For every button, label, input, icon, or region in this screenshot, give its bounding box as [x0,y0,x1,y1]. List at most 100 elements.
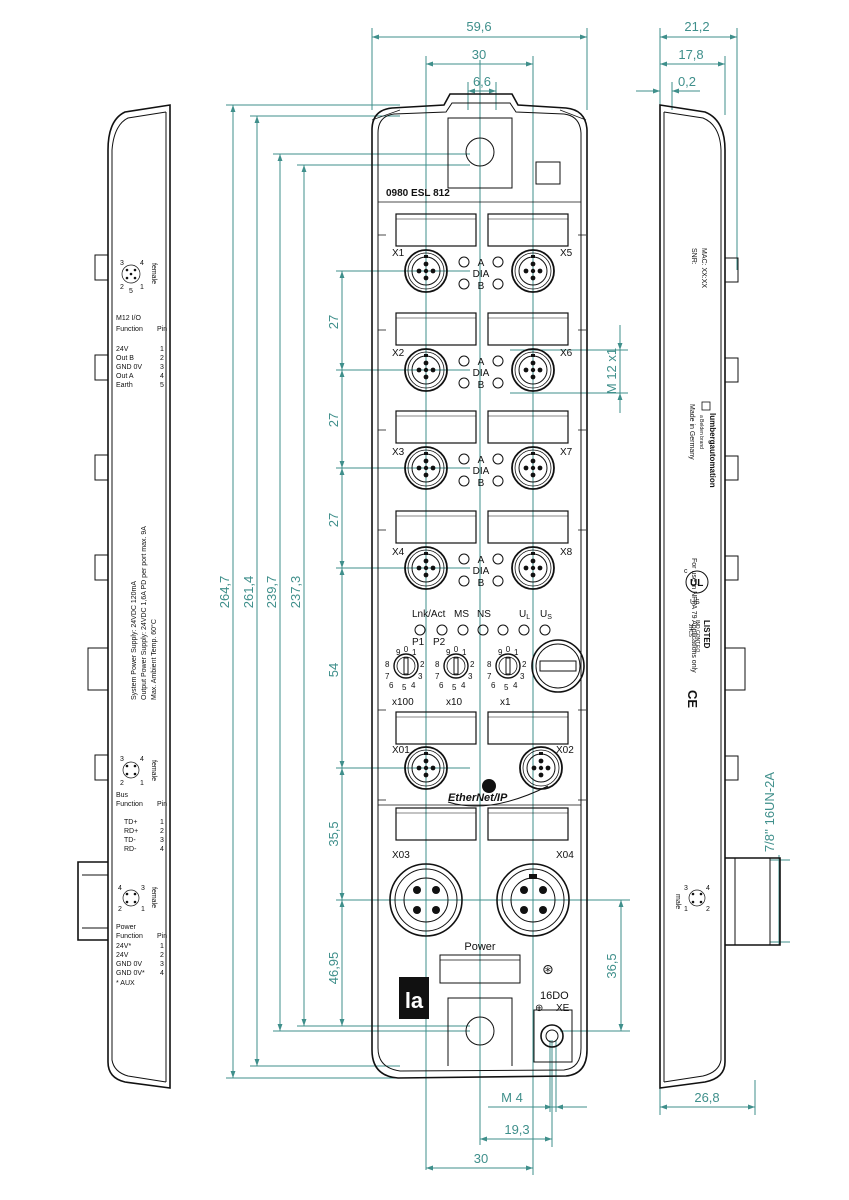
svg-text:GND 0V*: GND 0V* [116,970,145,977]
svg-text:4: 4 [160,373,164,380]
svg-text:* AUX: * AUX [116,980,135,987]
la-logo: la [399,977,429,1019]
svg-text:3: 3 [160,364,164,371]
port-row-3 [395,410,569,490]
svg-text:female: female [150,887,157,908]
svg-text:3: 3 [160,837,164,844]
svg-text:Pin: Pin [157,801,167,808]
svg-text:5: 5 [452,683,457,692]
svg-text:System Power Supply: 24VDC 12: System Power Supply: 24VDC 120mA [131,581,138,700]
svg-text:Function: Function [116,801,143,808]
svg-text:For use in NFPA 79 Application: For use in NFPA 79 Applications only [690,558,697,673]
svg-text:GND 0V: GND 0V [116,961,142,968]
svg-text:B: B [478,380,485,391]
svg-text:Bus: Bus [116,792,129,799]
svg-text:4: 4 [140,260,144,267]
status-p1: P1 [412,637,425,648]
svg-text:la: la [405,988,424,1013]
port-label-x8: X8 [560,547,573,558]
svg-text:Out B: Out B [116,355,134,362]
dim-thread: 7/8'' 16UN-2A [762,772,777,852]
svg-text:4: 4 [411,681,416,690]
dim-pitch-27b: 27 [326,413,341,427]
svg-text:LISTED: LISTED [702,620,711,649]
svg-text:3: 3 [120,756,124,763]
svg-text:9: 9 [396,648,401,657]
svg-text:1: 1 [160,819,164,826]
svg-text:MAC: XX:XX: MAC: XX:XX [700,248,707,288]
svg-text:1: 1 [160,346,164,353]
svg-text:6: 6 [439,681,444,690]
output-arrow-icon: ⊛ [542,961,554,977]
dimension-lines [226,28,790,1175]
dim-h-264-7: 264,7 [217,576,232,609]
svg-text:a Belden brand: a Belden brand [698,415,704,449]
dim-v-54: 54 [326,663,341,677]
svg-text:DIA: DIA [473,368,490,379]
dim-b-26-8: 26,8 [694,1090,719,1105]
bus-port-x02: X02 [556,745,574,756]
svg-text:4: 4 [706,885,710,892]
svg-text:2: 2 [160,828,164,835]
led-labels-row-1: A DIA B [473,258,490,292]
svg-text:Out A: Out A [116,373,134,380]
svg-text:24V: 24V [116,952,129,959]
svg-text:3: 3 [160,961,164,968]
svg-text:8: 8 [435,660,440,669]
left-side-view: 3 4 5 2 1 female M12 I/O Function Pin 24… [77,104,171,1089]
svg-text:RD-: RD- [124,846,137,853]
device-front-view: 0980 ESL 812 [371,93,588,1079]
svg-text:c: c [684,568,688,575]
svg-text:7: 7 [435,672,440,681]
svg-text:7: 7 [487,672,492,681]
dim-h-261-4: 261,4 [241,576,256,609]
svg-text:TD-: TD- [124,837,136,844]
dim-top-30: 30 [472,47,486,62]
rotary-switch-x1[interactable]: 0 9 1 2 3 4 5 6 7 8 [487,645,527,692]
port-row-1 [395,213,569,293]
svg-text:3: 3 [520,672,525,681]
svg-text:GND 0V: GND 0V [116,364,142,371]
svg-text:5: 5 [504,683,509,692]
svg-text:M12 I/O: M12 I/O [116,315,141,322]
dim-h-239-7: 239,7 [264,576,279,609]
svg-text:2HC5: 2HC5 [687,624,693,637]
port-label-x5: X5 [560,248,573,259]
right-side-view: MAC: XX:XX SNR: lumbergautomation a Beld… [659,104,781,1089]
svg-text:US: US [540,609,552,621]
dim-top-width: 59,6 [466,19,491,34]
svg-text:2: 2 [120,780,124,787]
port-label-x7: X7 [560,447,573,458]
status-led-panel: Lnk/Act MS NS UL US P1 P2 [412,609,552,648]
dimension-labels: 59,6 30 6,6 21,2 17,8 0,2 264,7 261,4 23… [217,19,777,1166]
output-label: 16DO [540,990,569,1002]
port-label-x6: X6 [560,348,573,359]
rotary-switch-x100[interactable]: 0 9 1 2 3 4 5 6 7 8 [385,645,425,692]
port-label-x4: X4 [392,547,405,558]
svg-text:1: 1 [140,284,144,291]
svg-text:Pin: Pin [157,933,167,940]
svg-text:2: 2 [420,660,425,669]
svg-text:Earth: Earth [116,382,133,389]
svg-text:1: 1 [684,906,688,913]
svg-text:1: 1 [412,648,417,657]
svg-text:9: 9 [446,648,451,657]
port-label-x1: X1 [392,248,405,259]
svg-text:3: 3 [141,885,145,892]
svg-text:DIA: DIA [473,566,490,577]
svg-text:male: male [674,894,681,909]
dim-v-46-95: 46,95 [326,952,341,985]
brand-label: lumbergautomation [708,413,717,488]
svg-text:3: 3 [468,672,473,681]
rotary-switch-x10[interactable]: 0 9 1 2 3 4 5 6 7 8 [435,645,475,692]
svg-text:5: 5 [402,683,407,692]
svg-text:4: 4 [140,756,144,763]
status-ms: MS [454,609,469,620]
xe-label: XE [556,1003,570,1014]
svg-text:4: 4 [160,846,164,853]
svg-text:0: 0 [404,645,409,654]
svg-text:4: 4 [513,681,518,690]
svg-text:B: B [478,478,485,489]
power-port-x03: X03 [392,850,410,861]
dim-pitch-27a: 27 [326,315,341,329]
